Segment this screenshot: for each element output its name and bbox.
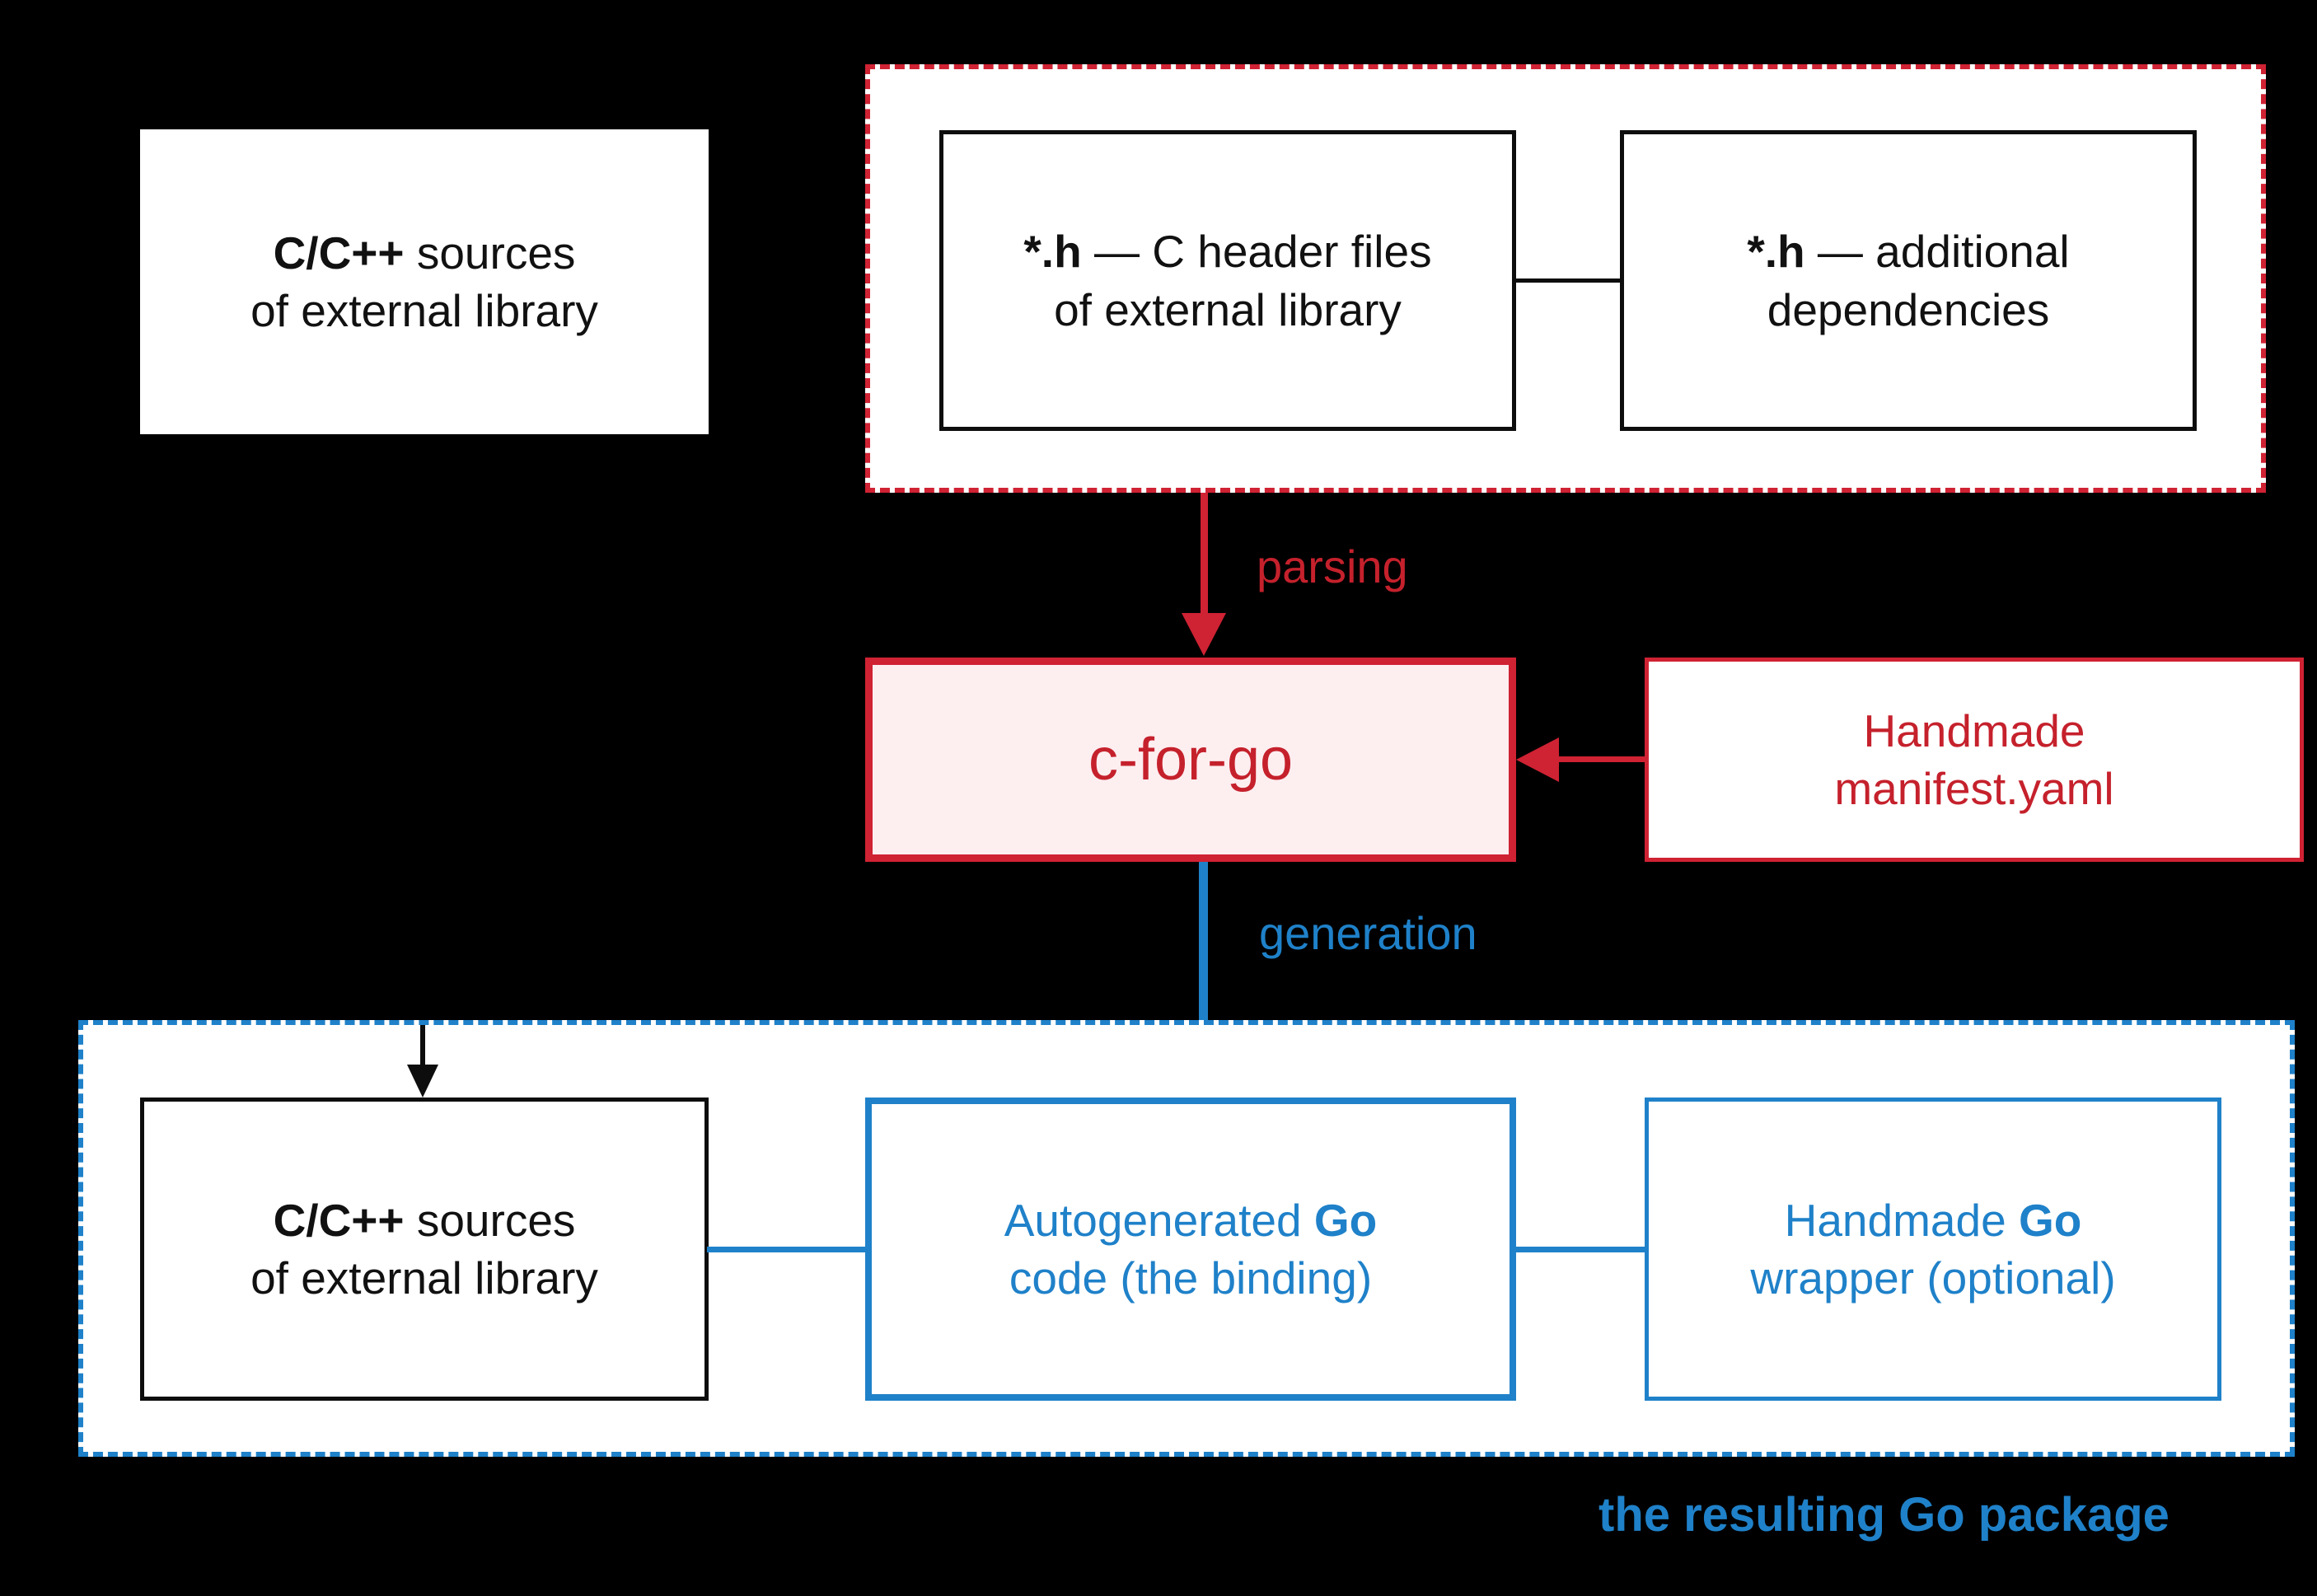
handmade-manifest-label: Handmade manifest.yaml bbox=[1649, 702, 2300, 818]
c-cpp-sources-bottom-line1-rest: sources bbox=[404, 1194, 576, 1246]
resulting-package-caption: the resulting Go package bbox=[1598, 1488, 2170, 1542]
connector-autogenerated-to-wrapper bbox=[1514, 1247, 1648, 1252]
handmade-go-wrapper-line2: wrapper (optional) bbox=[1750, 1252, 2116, 1303]
c-cpp-sources-bottom-box[interactable]: C/C++ sources of external library bbox=[140, 1098, 709, 1401]
parsing-edge-label: parsing bbox=[1257, 541, 1408, 592]
c-cpp-sources-top-label: C/C++ sources of external library bbox=[140, 224, 709, 340]
handmade-manifest-line1: Handmade bbox=[1863, 704, 2085, 756]
autogenerated-go-line1-pre: Autogenerated bbox=[1004, 1194, 1314, 1246]
c-cpp-sources-bottom-lang: C/C++ bbox=[273, 1194, 405, 1246]
autogenerated-go-box[interactable]: Autogenerated Go code (the binding) bbox=[865, 1098, 1516, 1401]
connector-headers-to-deps bbox=[1512, 278, 1623, 283]
handmade-go-wrapper-line1-pre: Handmade bbox=[1784, 1194, 2019, 1246]
autogenerated-go-lang: Go bbox=[1313, 1194, 1378, 1246]
parsing-arrow-shaft bbox=[1201, 493, 1208, 615]
handmade-go-wrapper-box[interactable]: Handmade Go wrapper (optional) bbox=[1645, 1098, 2221, 1401]
handmade-go-wrapper-lang: Go bbox=[2018, 1194, 2082, 1246]
c-cpp-sources-top-line1-rest: sources bbox=[404, 227, 576, 278]
autogenerated-go-line2: code (the binding) bbox=[1009, 1252, 1373, 1303]
handmade-manifest-box[interactable]: Handmade manifest.yaml bbox=[1645, 658, 2304, 862]
generation-arrow-shaft bbox=[1199, 862, 1208, 1068]
generation-edge-label: generation bbox=[1259, 907, 1477, 959]
c-header-files-ext: *.h bbox=[1023, 226, 1082, 278]
handmade-manifest-line2: manifest.yaml bbox=[1834, 763, 2114, 814]
connector-sources-to-autogenerated bbox=[707, 1247, 868, 1252]
sources-reuse-arrow-shaft bbox=[420, 1025, 425, 1088]
c-cpp-sources-top-box[interactable]: C/C++ sources of external library bbox=[140, 129, 709, 434]
handmade-go-wrapper-label: Handmade Go wrapper (optional) bbox=[1649, 1191, 2217, 1308]
sources-reuse-arrow-head bbox=[407, 1065, 438, 1098]
c-cpp-sources-bottom-label: C/C++ sources of external library bbox=[144, 1191, 704, 1308]
c-header-files-line2: of external library bbox=[1054, 283, 1402, 335]
manifest-arrow-shaft bbox=[1559, 756, 1645, 762]
c-for-go-box[interactable]: c-for-go bbox=[865, 658, 1516, 862]
autogenerated-go-label: Autogenerated Go code (the binding) bbox=[872, 1191, 1510, 1308]
additional-dependencies-ext: *.h bbox=[1747, 226, 1805, 278]
manifest-arrow-head bbox=[1516, 737, 1559, 782]
additional-dependencies-line2: dependencies bbox=[1767, 283, 2050, 335]
c-cpp-sources-bottom-line2: of external library bbox=[250, 1252, 598, 1303]
additional-dependencies-line1-rest: — additional bbox=[1804, 226, 2070, 278]
parsing-arrow-head bbox=[1182, 613, 1226, 656]
c-header-files-line1-rest: — C header files bbox=[1081, 226, 1432, 278]
c-for-go-label: c-for-go bbox=[1088, 726, 1294, 793]
c-cpp-sources-top-line2: of external library bbox=[250, 285, 598, 336]
c-cpp-sources-top-lang: C/C++ bbox=[273, 227, 405, 278]
